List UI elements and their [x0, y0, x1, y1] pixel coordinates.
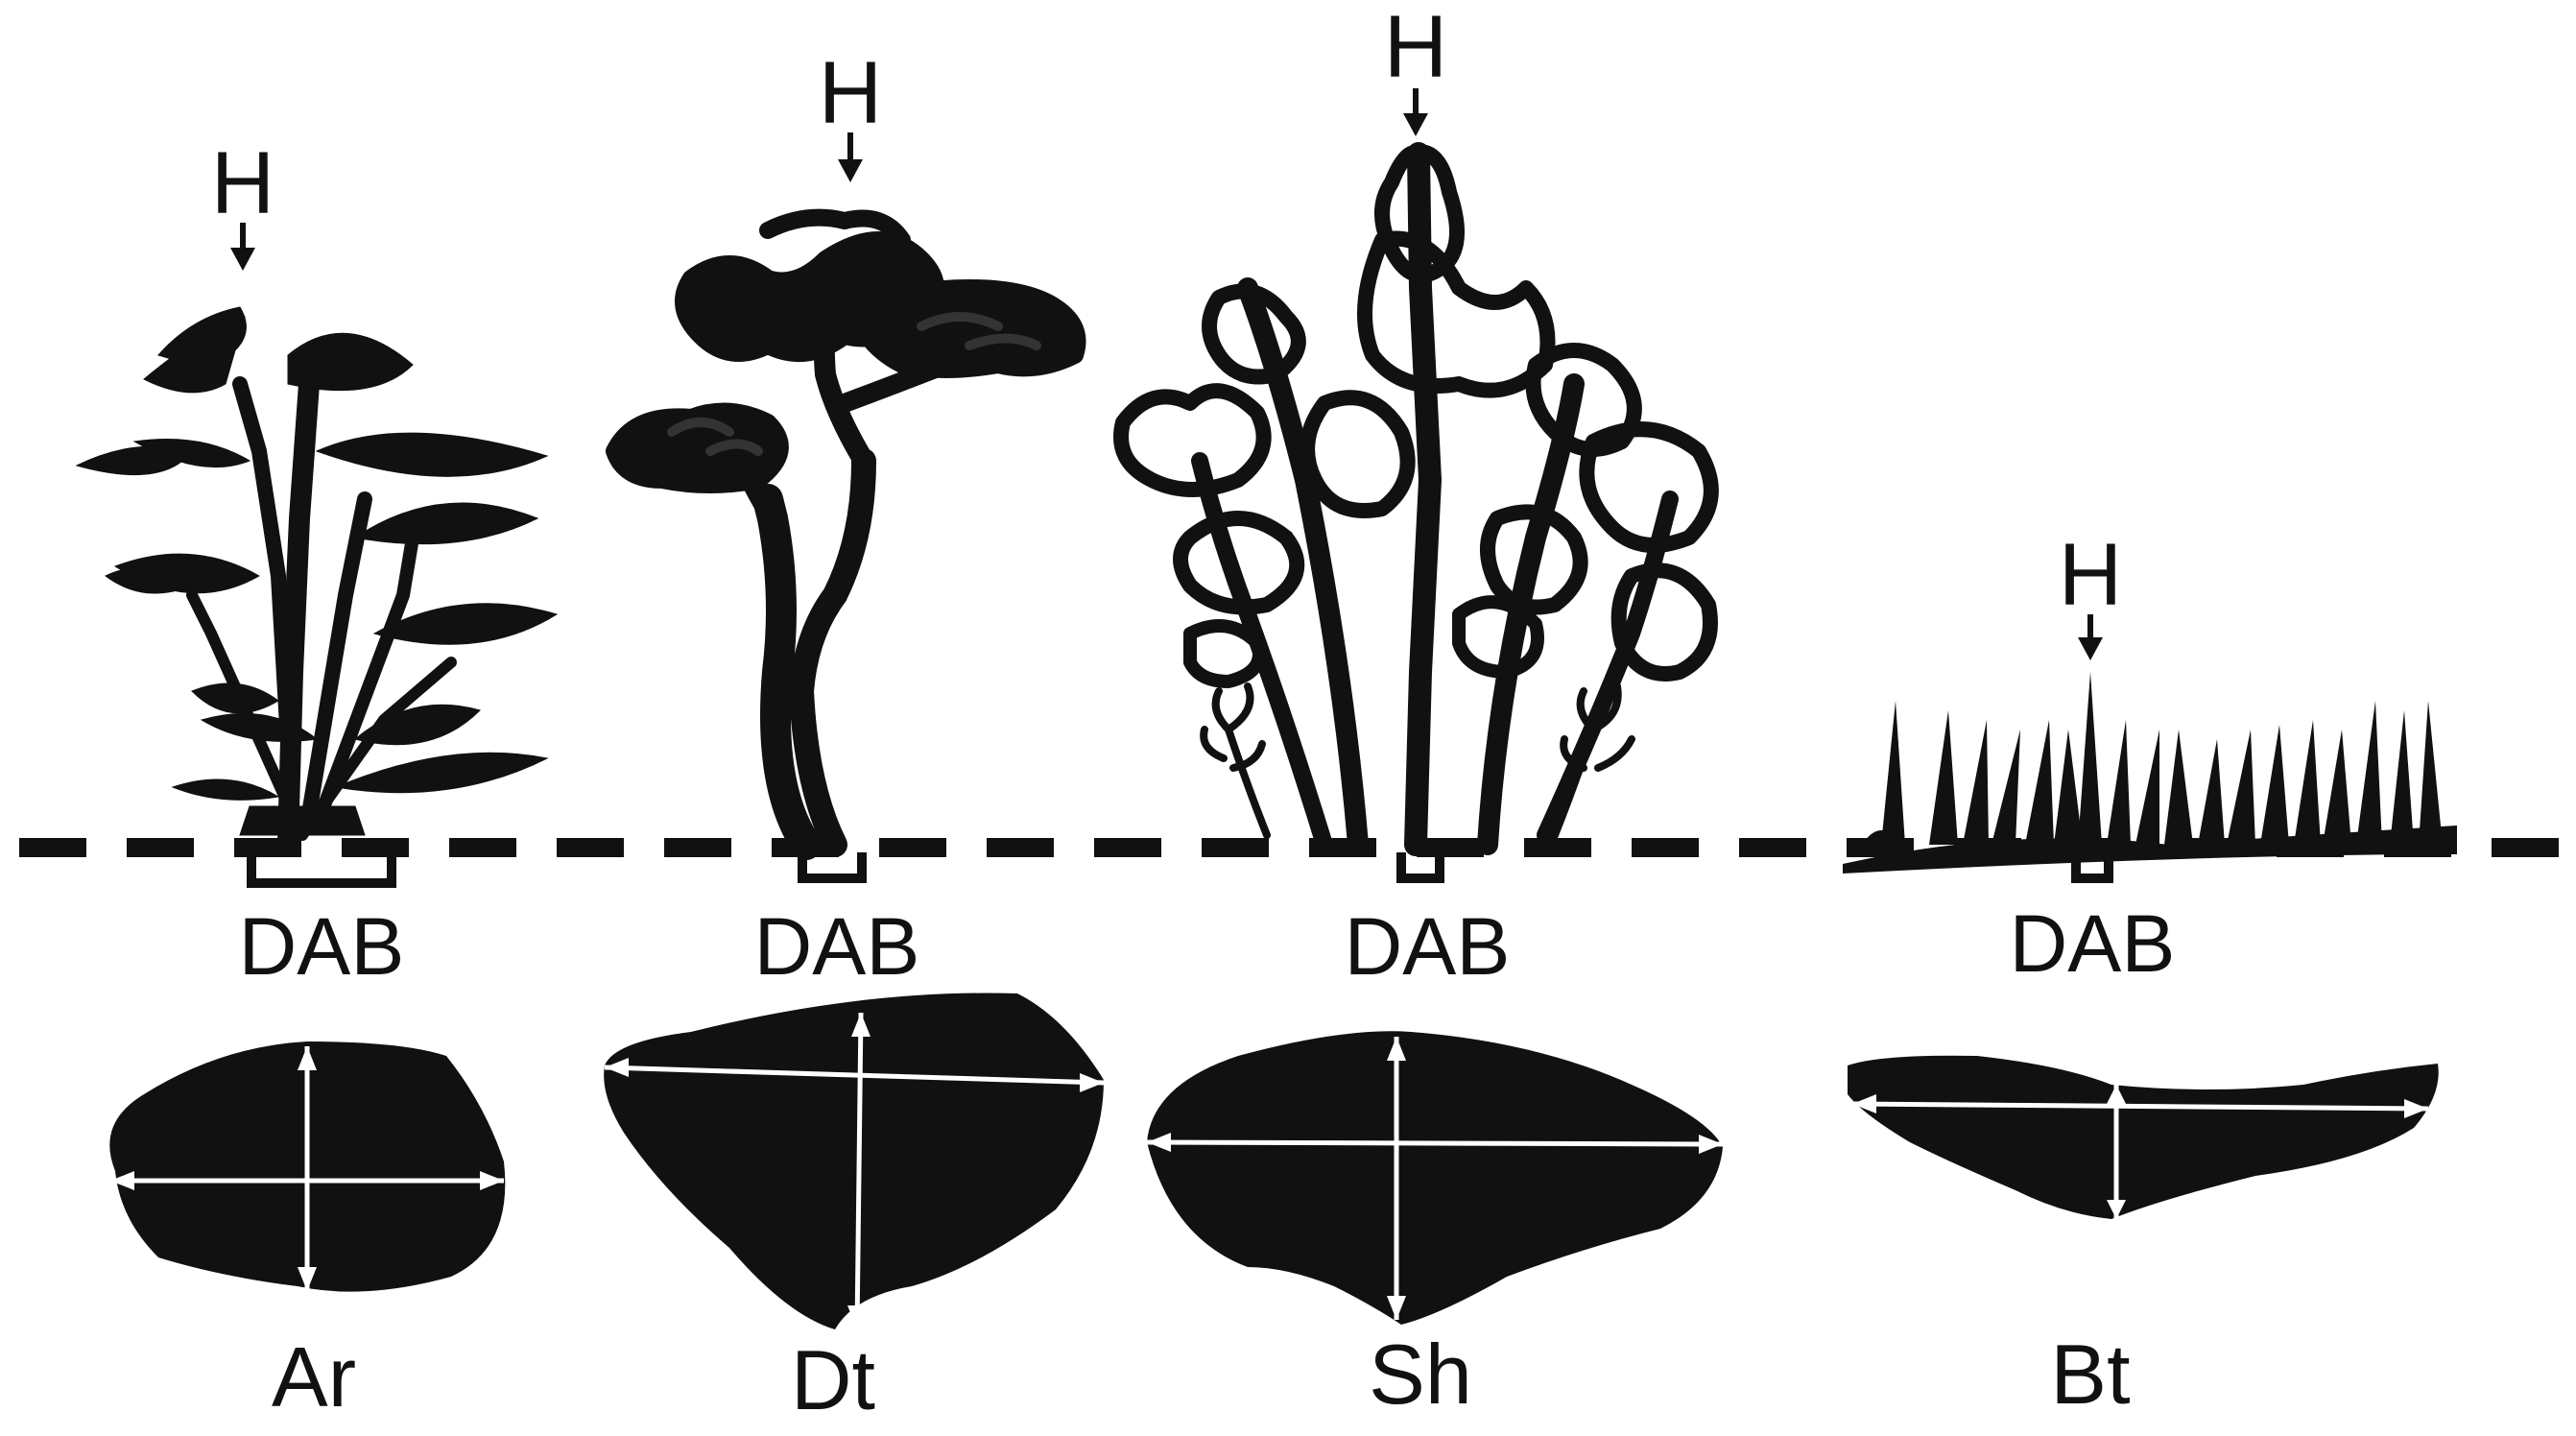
crown-shape-dt — [604, 993, 1105, 1330]
height-label: H — [1384, 0, 1447, 96]
dab-bracket — [247, 852, 396, 888]
height-label: H — [2059, 526, 2122, 624]
crown-shape-sh — [1146, 1031, 1724, 1325]
height-arrow — [230, 223, 255, 271]
height-arrow — [2078, 614, 2103, 660]
height-arrow — [838, 132, 863, 182]
panel-dt: H DAB — [604, 44, 1105, 1427]
growth-form-label: Bt — [2050, 1327, 2130, 1422]
height-label: H — [819, 44, 882, 142]
shrub-silhouette — [1113, 142, 1719, 856]
height-arrow — [1403, 88, 1428, 136]
bunch-grass-silhouette — [1843, 672, 2457, 874]
growth-form-label: Dt — [791, 1332, 875, 1427]
dwarf-tree-silhouette — [606, 208, 1086, 860]
dab-label: DAB — [239, 901, 405, 992]
crown-shape-bt — [1848, 1055, 2439, 1219]
arborescent-plant-silhouette — [75, 306, 559, 855]
height-label: H — [211, 134, 274, 232]
dab-label: DAB — [2010, 898, 2176, 989]
dab-bracket — [2071, 852, 2113, 883]
panel-bt: H DAB — [1843, 526, 2457, 1422]
crown-shape-ar — [109, 1041, 506, 1292]
panel-sh: H — [1113, 0, 1724, 1422]
dab-bracket — [1396, 852, 1444, 883]
growth-form-label: Sh — [1369, 1327, 1472, 1422]
dab-label: DAB — [1345, 901, 1511, 992]
panel-ar: H — [75, 134, 559, 1424]
dab-label: DAB — [754, 901, 920, 992]
dab-bracket — [798, 852, 867, 883]
growth-form-label: Ar — [272, 1329, 356, 1424]
